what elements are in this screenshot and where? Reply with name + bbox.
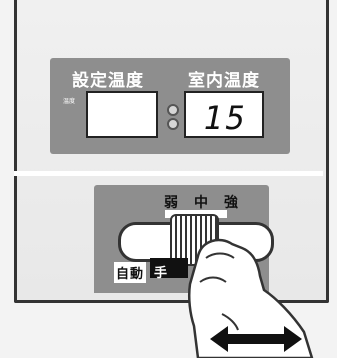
hand-icon: [187, 238, 314, 358]
small-temp-label: 温度: [63, 98, 76, 105]
set-temp-display: [86, 91, 158, 138]
speed-label-mid: 中: [194, 195, 208, 211]
set-temp-label: 設定温度: [72, 71, 144, 91]
indicator-dot-bottom: [167, 118, 179, 130]
room-temp-display: 15: [184, 91, 264, 138]
double-arrow-icon: [210, 326, 302, 352]
panel-separator: [14, 171, 323, 176]
room-temp-value: 15: [203, 99, 248, 137]
room-temp-label: 室内温度: [188, 71, 260, 91]
faint-brand-text: [40, 8, 290, 28]
indicator-dot-top: [167, 104, 179, 116]
speed-label-low: 弱: [164, 195, 178, 211]
manual-mode-badge: [150, 258, 188, 278]
mode-manual-label: 手: [154, 266, 169, 281]
mode-auto-label: 自動: [114, 262, 147, 283]
speed-label-high: 強: [224, 195, 238, 211]
